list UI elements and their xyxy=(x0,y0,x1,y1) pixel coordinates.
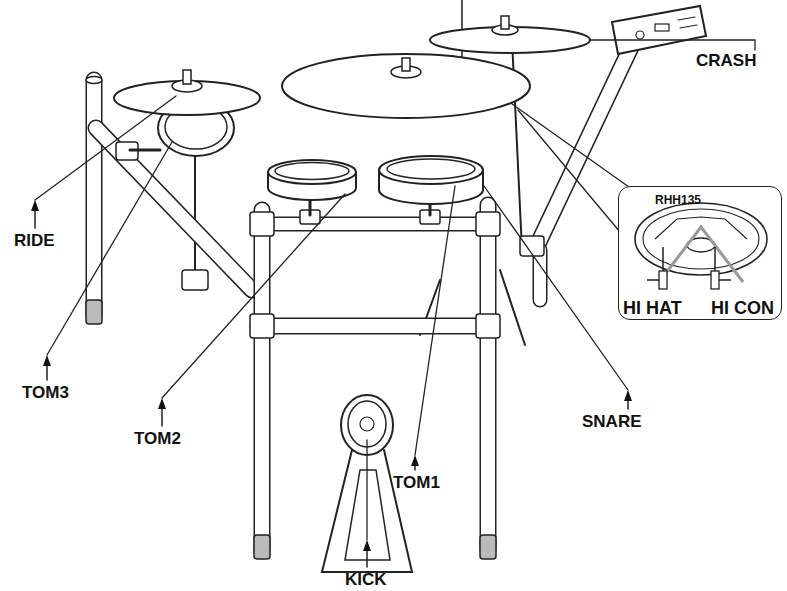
part-label: TOM3 xyxy=(22,384,69,401)
jack-label: HI CON xyxy=(711,299,774,317)
part-label: CRASH xyxy=(696,52,756,69)
part-label: SNARE xyxy=(582,413,642,430)
part-label: TOM1 xyxy=(393,474,440,491)
model-name: RHH135 xyxy=(655,194,701,206)
inset-box: RHH135 HI HAT HI CON xyxy=(618,186,782,320)
part-label: TOM2 xyxy=(134,430,181,447)
jack-label: HI HAT xyxy=(623,299,682,317)
part-label: RIDE xyxy=(14,232,55,249)
part-label: KICK xyxy=(345,571,387,588)
